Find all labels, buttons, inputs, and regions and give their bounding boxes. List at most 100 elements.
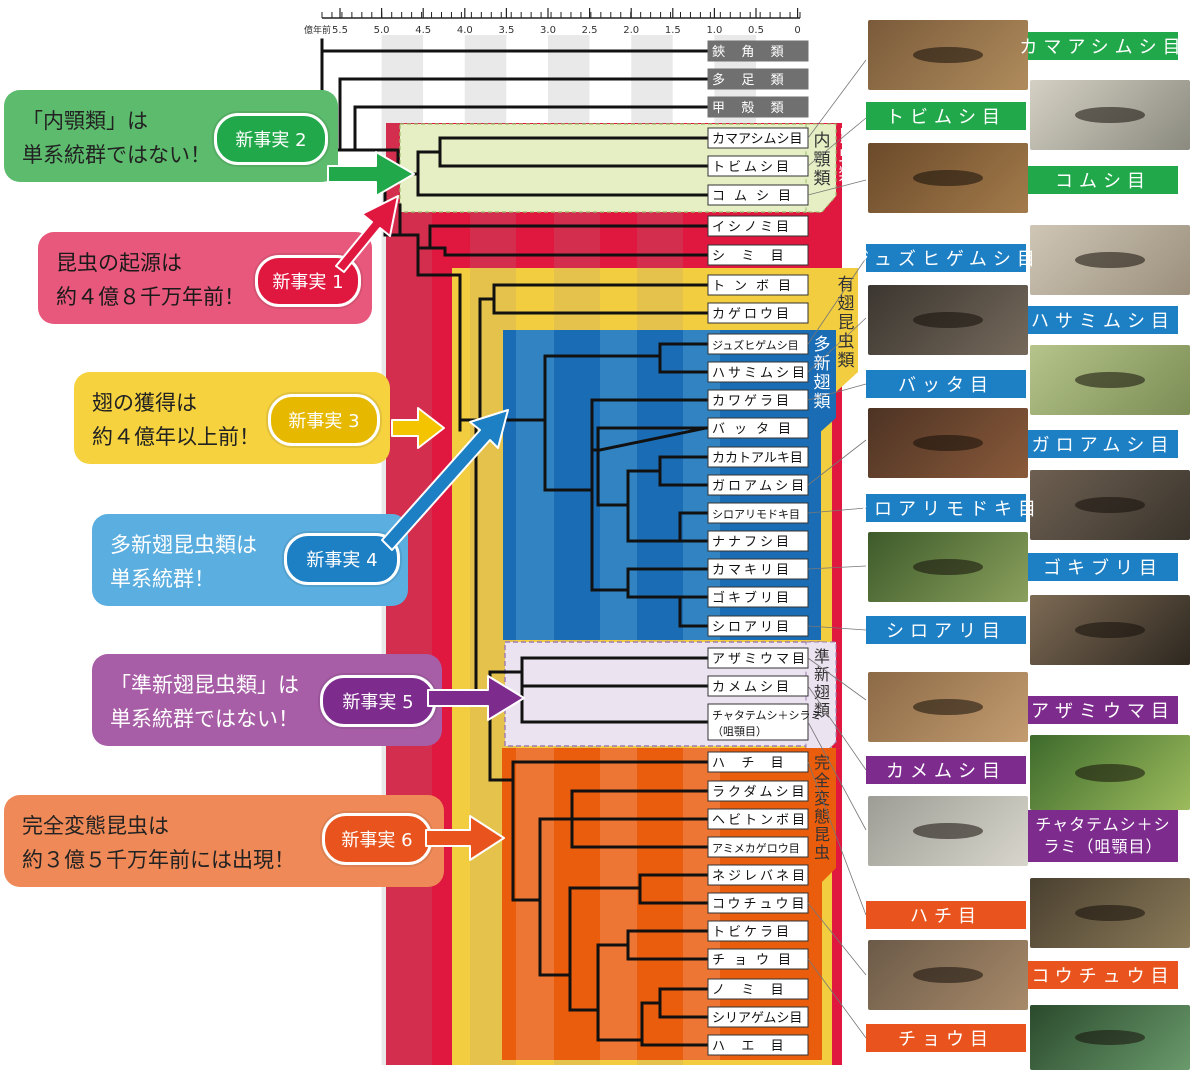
axis-tick-label: 1.5 xyxy=(665,25,681,36)
photo-connector-line xyxy=(807,317,867,373)
taxon-label: コムシ目 xyxy=(707,184,809,206)
taxon-label-text: トビムシ目 xyxy=(712,160,792,175)
taxon-label-box xyxy=(707,978,809,1000)
pterygota-group-label-char: 有 xyxy=(838,275,855,295)
taxon-label-text: カマキリ目 xyxy=(712,563,792,578)
insect-silhouette-icon xyxy=(912,698,984,716)
taxon-label-text: ハチ目 xyxy=(712,756,800,771)
photo-connector-line xyxy=(807,625,867,631)
taxon-label: ガロアムシ目 xyxy=(707,474,809,496)
new-fact-badge: 新事実 4 xyxy=(284,533,400,585)
taxon-label: カマキリ目 xyxy=(707,558,809,580)
outgroup-label-box xyxy=(707,68,809,90)
taxon-label-text: シミ目 xyxy=(712,249,800,264)
taxon-label-box xyxy=(707,417,809,439)
taxon-label-text: トンボ目 xyxy=(712,279,800,294)
polyneoptera-group-label-char: 翅 xyxy=(814,373,831,393)
new-fact-badge: 新事実 2 xyxy=(214,113,328,165)
taxon-label-text: ゴキブリ目 xyxy=(712,590,792,606)
holometabola-tab xyxy=(806,748,836,884)
holometabola-group-label-char: 全 xyxy=(814,771,830,790)
taxon-label: イシノミ目 xyxy=(707,215,809,237)
axis-tick-label: 0.5 xyxy=(748,25,764,36)
photo-order-label: カメムシ目 xyxy=(866,756,1026,784)
callout-line: 約４億８千万年前！ xyxy=(56,285,245,309)
holometabola-group-label-char: 虫 xyxy=(814,843,830,862)
taxon-label-box xyxy=(707,920,809,942)
holometabola-group-label-char: 完 xyxy=(814,753,830,772)
taxon-label-box xyxy=(707,864,809,886)
photo-connector-line xyxy=(807,657,867,701)
paraneoptera-group-label-char: 準 xyxy=(814,647,830,666)
new-fact-badge: 新事実 6 xyxy=(322,813,432,865)
paraneoptera-group-label-char: 翅 xyxy=(814,683,830,702)
taxon-label: ジュズヒゲムシ目 xyxy=(707,333,809,355)
axis-tick-label: 0 xyxy=(794,25,800,36)
entognatha-group-label: 内顎類 xyxy=(814,131,831,189)
axis-tick-label: 1.0 xyxy=(706,25,722,36)
axis-tick-label: 2.0 xyxy=(623,25,639,36)
callout-line: 単系統群！ xyxy=(110,567,215,591)
insect-photo xyxy=(1030,735,1190,810)
new-fact-badge: 新事実 5 xyxy=(320,675,436,727)
photo-connector-line xyxy=(807,902,867,976)
taxon-label: ノミ目 xyxy=(707,978,809,1000)
photo-order-label: バッタ目 xyxy=(866,370,1026,398)
taxon-label-box xyxy=(707,836,809,858)
photo-order-label: コムシ目 xyxy=(1028,166,1178,194)
taxon-label: チョウ目 xyxy=(707,948,809,970)
photo-order-label: シロアリ目 xyxy=(866,616,1026,644)
photo-connector-line xyxy=(807,439,867,486)
taxon-label: トンボ目 xyxy=(707,274,809,296)
photo-order-label: シロアリモドキ目 xyxy=(850,494,1036,522)
pointer-arrow xyxy=(327,151,415,197)
taxon-label-box xyxy=(707,1034,809,1056)
taxon-label-box xyxy=(707,446,809,468)
callout-line: 単系統群ではない！ xyxy=(110,707,299,731)
taxon-label-text: バッタ目 xyxy=(712,422,800,437)
taxon-label: トビケラ目 xyxy=(707,920,809,942)
taxon-label: シミ目 xyxy=(707,244,809,266)
photo-order-label: コウチュウ目 xyxy=(1028,961,1178,989)
axis-tick-label: 4.5 xyxy=(415,25,431,36)
insect-photo xyxy=(1030,470,1190,540)
insect-photo xyxy=(868,940,1028,1010)
taxon-label-text: カゲロウ目 xyxy=(712,307,792,322)
outgroup-label-box xyxy=(707,96,809,118)
insect-silhouette-icon xyxy=(912,169,984,187)
insect-photo xyxy=(1030,225,1190,295)
callout-line: 「内顎類」は xyxy=(22,109,148,133)
taxon-label: カワゲラ目 xyxy=(707,389,809,411)
pterygota-group-label-char: 昆 xyxy=(838,313,855,333)
taxon-label-text: ガロアムシ目 xyxy=(712,479,807,494)
taxon-label: シリアゲムシ目 xyxy=(707,1006,809,1028)
taxon-label: カメムシ目 xyxy=(707,675,809,697)
axis-tick-label: 4.0 xyxy=(457,25,473,36)
insect-photo xyxy=(868,285,1028,355)
insects-group-label-char: 昆 xyxy=(839,127,856,147)
insect-silhouette-icon xyxy=(912,558,984,576)
polyneoptera-panel-band xyxy=(516,330,554,640)
insect-photo xyxy=(1030,1005,1190,1070)
insect-photo xyxy=(1030,345,1190,415)
photo-connector-line xyxy=(807,59,867,139)
photo-connector-line xyxy=(807,958,867,1039)
insects-group-label: 昆虫類 xyxy=(839,127,856,185)
taxon-label-text: アミメカゲロウ目 xyxy=(712,842,800,855)
insects-group-label-char: 類 xyxy=(839,165,856,185)
pointer-arrow xyxy=(391,407,445,449)
insect-photo xyxy=(868,20,1028,90)
outgroup-label-text: 多足類 xyxy=(712,72,800,88)
taxon-label: ハエ目 xyxy=(707,1034,809,1056)
insect-silhouette-icon xyxy=(1074,496,1146,514)
taxon-label-text: カワゲラ目 xyxy=(712,394,792,409)
insect-silhouette-icon xyxy=(912,966,984,984)
insect-photo xyxy=(868,408,1028,478)
insect-silhouette-icon xyxy=(912,46,984,64)
outgroup-label-text: 甲殻類 xyxy=(712,101,800,116)
photo-connector-line xyxy=(807,383,867,401)
taxon-label-text: ジュズヒゲムシ目 xyxy=(712,338,799,352)
outgroup-label: 甲殻類 xyxy=(707,96,809,118)
pointer-arrow xyxy=(425,815,505,861)
